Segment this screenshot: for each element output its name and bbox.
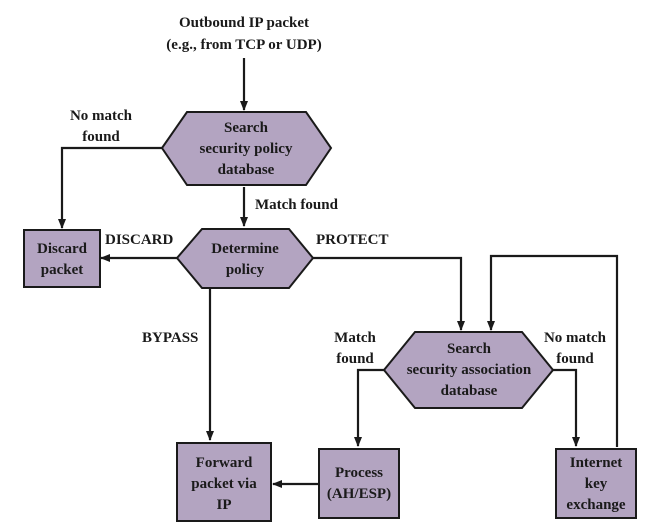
spd-no-match-label-line2: found	[82, 129, 120, 145]
input-label-line2: (e.g., from TCP or UDP)	[166, 37, 321, 53]
determine-policy-line1: Determine	[211, 241, 279, 257]
sad-match-label-line2: found	[336, 351, 374, 367]
determine-policy-line2: policy	[226, 262, 265, 278]
arrow-spd-no-match-to-discard	[58, 146, 162, 229]
discard-packet-box: Discard packet	[23, 229, 101, 288]
arrow-ike-to-sad	[487, 254, 619, 447]
internet-key-exchange-box: Internet key exchange	[555, 448, 637, 519]
determine-policy-decision: Determine policy	[175, 228, 315, 289]
ike-line1: Internet	[570, 455, 623, 471]
search-spd-decision: Search security policy database	[160, 111, 333, 186]
bypass-edge-label: BYPASS	[142, 330, 198, 346]
forward-packet-box: Forward packet via IP	[176, 442, 272, 522]
sad-no-match-label-line1: No match	[544, 330, 607, 346]
process-ah-esp-box: Process (AH/ESP)	[318, 448, 400, 519]
edge-labels: No match found Match found DISCARD PROTE…	[70, 108, 607, 367]
input-label: Outbound IP packet (e.g., from TCP or UD…	[166, 15, 321, 53]
spd-no-match-label-line1: No match	[70, 108, 133, 124]
search-sad-line2: security association	[407, 362, 532, 378]
process-line1: Process	[335, 465, 383, 481]
search-sad-line3: database	[441, 383, 498, 399]
forward-packet-line1: Forward	[196, 455, 253, 471]
discard-packet-line1: Discard	[37, 241, 88, 257]
spd-match-found-label: Match found	[255, 197, 339, 213]
sad-no-match-label-line2: found	[556, 351, 594, 367]
forward-packet-line2: packet via	[191, 476, 257, 492]
search-spd-line1: Search	[224, 120, 269, 136]
search-spd-line2: security policy	[200, 141, 293, 157]
process-line2: (AH/ESP)	[327, 486, 391, 502]
arrow-policy-protect-to-sad	[312, 256, 465, 331]
arrow-sad-no-match-to-ike	[552, 368, 580, 447]
ike-line2: key	[585, 476, 608, 492]
discard-packet-line2: packet	[41, 262, 84, 278]
input-label-line1: Outbound IP packet	[179, 15, 309, 31]
search-sad-line1: Search	[447, 341, 492, 357]
protect-edge-label: PROTECT	[316, 232, 389, 248]
ike-line3: exchange	[566, 497, 626, 513]
sad-match-label-line1: Match	[334, 330, 376, 346]
forward-packet-line3: IP	[217, 497, 232, 513]
discard-edge-label: DISCARD	[105, 232, 174, 248]
search-sad-decision: Search security association database	[382, 331, 555, 409]
search-spd-line3: database	[218, 162, 275, 178]
connectors	[58, 58, 619, 488]
arrow-sad-match-to-process	[354, 368, 386, 447]
